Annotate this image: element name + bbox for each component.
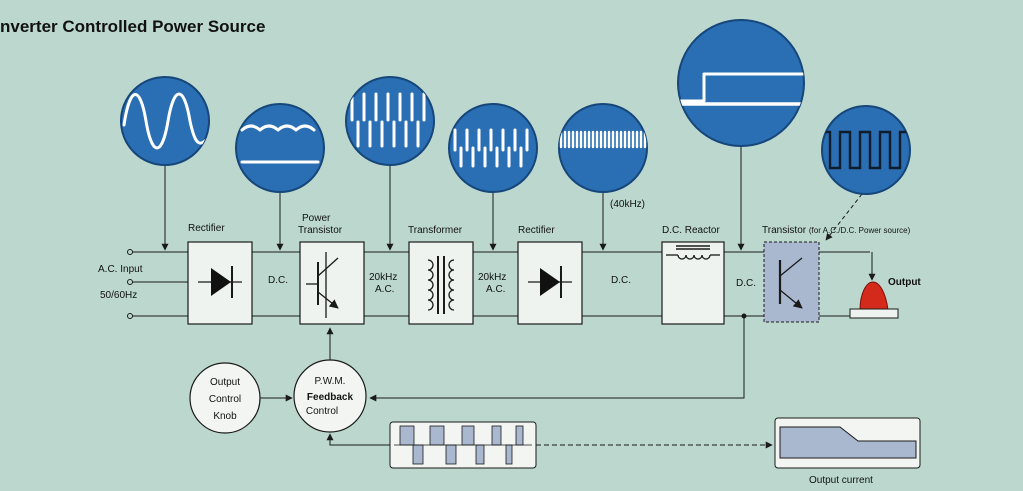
scope-20khz-pulses-2 [448,103,538,193]
dc-label-1: D.C. [268,275,288,286]
output-current-box [774,417,921,469]
dc-label-2: D.C. [611,275,631,286]
power-transistor-label-2: Transistor [298,225,343,236]
scope-40khz-pulses [558,103,648,193]
output-current-label: Output current [809,475,873,486]
output-label: Output [888,277,921,288]
rectifier1-block [187,241,253,325]
feedback-line [369,316,745,402]
khz40-label: (40kHz) [610,199,645,210]
pwm-label-1: P.W.M. [315,376,346,387]
output-lump [859,281,889,311]
ac-label-2: A.C. [486,284,505,295]
scope-20khz-pulses-1 [345,76,435,166]
ac-label-1: A.C. [375,284,394,295]
scope-dc-ripple [235,103,325,193]
transformer-block [408,241,474,325]
rectifier2-block [517,241,583,325]
knob-label-1: Output [210,377,240,388]
scope-dc-output [677,19,805,147]
diagram-title: nverter Controlled Power Source [0,17,265,36]
freq-label-2: 20kHz [478,272,506,283]
transistor-label: Transistor (for A.C./D.C. Power source) [762,225,911,236]
power-transistor-block [299,241,365,325]
scope7-line [825,193,863,241]
rectifier1-label: Rectifier [188,223,225,234]
rectifier2-label: Rectifier [518,225,555,236]
ac-input-label: A.C. Input [98,264,143,275]
input-terminal-2 [127,279,133,285]
dc-label-3: D.C. [736,278,756,289]
input-terminal-1 [127,249,133,255]
transistor-block [763,241,820,323]
dc-reactor-block [661,241,725,325]
transformer-label: Transformer [408,225,463,236]
knob-label-2: Control [209,394,241,405]
scope-ac-sine [120,76,210,166]
knob-label-3: Knob [213,411,237,422]
power-transistor-label-1: Power [302,213,331,224]
pwm-label-3: Control [306,406,338,417]
input-terminal-3 [127,313,133,319]
pwm-waveform-box [389,421,537,469]
pwm-label-2: Feedback [307,392,354,403]
output-workpiece [849,308,899,319]
freq-input-label: 50/60Hz [100,290,137,301]
freq-label-1: 20kHz [369,272,397,283]
scope-square-wave [821,105,911,195]
dc-reactor-label: D.C. Reactor [662,225,720,236]
